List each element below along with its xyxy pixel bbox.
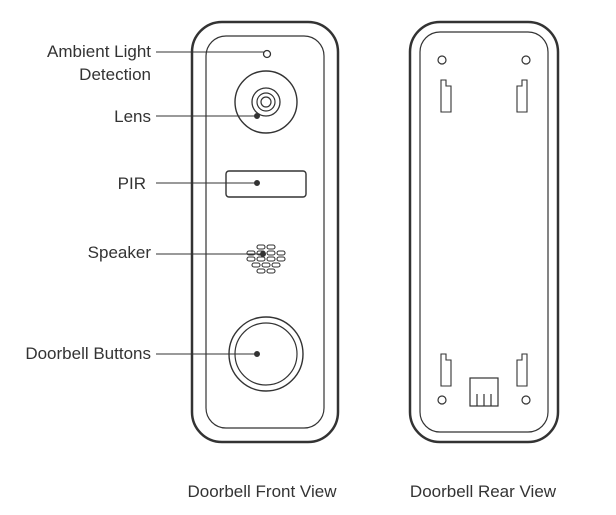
rear-outer-shell bbox=[408, 20, 560, 444]
ambient-light-sensor bbox=[262, 49, 272, 59]
lens-icon bbox=[234, 70, 298, 134]
rear-screw-holes bbox=[437, 55, 531, 405]
callout-ambient-light-line1: Ambient Light bbox=[47, 42, 151, 61]
doorbell-front-view: Ambient Light Detection Lens PIR Speaker… bbox=[25, 20, 340, 501]
callout-ambient-light-line2: Detection bbox=[79, 65, 151, 84]
speaker-grille-icon bbox=[246, 244, 286, 274]
front-view-caption: Doorbell Front View bbox=[188, 482, 338, 501]
callout-pir: PIR bbox=[118, 174, 146, 193]
rear-terminal-block-icon bbox=[469, 377, 499, 407]
pir-sensor-window bbox=[225, 170, 307, 198]
callout-lens: Lens bbox=[114, 107, 151, 126]
rear-view-caption: Doorbell Rear View bbox=[410, 482, 557, 501]
rear-mounting-clips-top bbox=[440, 79, 528, 113]
doorbell-rear-view: Doorbell Rear View bbox=[408, 20, 560, 501]
callout-speaker: Speaker bbox=[88, 243, 152, 262]
rear-mounting-clips-bottom bbox=[440, 353, 528, 387]
callout-doorbell-buttons: Doorbell Buttons bbox=[25, 344, 151, 363]
callout-leaders bbox=[156, 51, 266, 357]
front-outer-shell bbox=[190, 20, 340, 444]
rear-inner-plate bbox=[419, 31, 549, 433]
front-inner-face bbox=[205, 35, 325, 429]
